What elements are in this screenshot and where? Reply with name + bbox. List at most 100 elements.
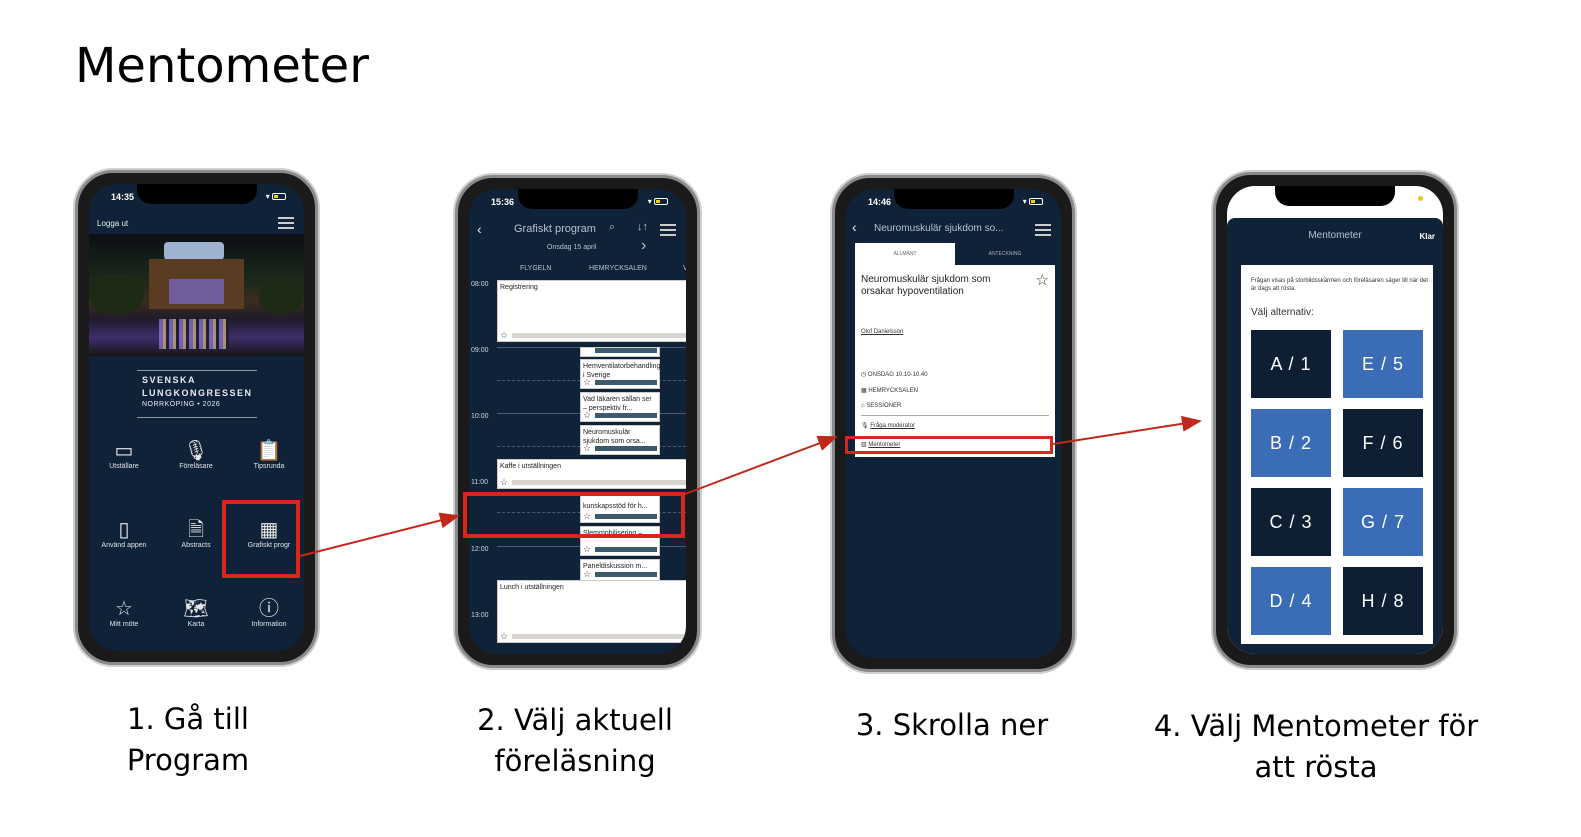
vote-option-button[interactable]: D / 4 xyxy=(1251,567,1331,635)
star-icon[interactable]: ☆ xyxy=(583,443,592,453)
star-icon[interactable]: ☆ xyxy=(500,477,509,487)
vote-info: Frågan visas på storbildsskärmen och för… xyxy=(1251,278,1429,292)
phone-mentometer-screen: Mentometer Klar Frågan visas på storbild… xyxy=(1213,172,1457,668)
star-icon[interactable]: ☆ xyxy=(583,377,592,387)
tab-allmant[interactable]: ALLMÄNT xyxy=(855,243,955,265)
tile-utstallare[interactable]: ▭Utställare xyxy=(89,439,159,470)
back-icon[interactable]: ‹ xyxy=(852,219,857,235)
star-icon: ☆ xyxy=(115,598,133,620)
star-icon[interactable]: ☆ xyxy=(583,511,592,521)
vote-option-button[interactable]: H / 8 xyxy=(1343,567,1423,635)
mentometer-link[interactable]: Mentometer xyxy=(868,442,901,448)
vote-option-button[interactable]: E / 5 xyxy=(1343,330,1423,398)
vote-option-button[interactable]: G / 7 xyxy=(1343,488,1423,556)
done-button[interactable]: Klar xyxy=(1419,232,1435,241)
tile-grafiskt-program[interactable]: ▦Grafiskt progr xyxy=(234,518,304,549)
vote-option-button[interactable]: B / 2 xyxy=(1251,409,1331,477)
tile-tipsrunda[interactable]: 📋Tipsrunda xyxy=(234,439,304,470)
ask-moderator-link[interactable]: Fråga moderator xyxy=(870,423,915,429)
modal-title: Mentometer xyxy=(1308,230,1362,241)
phone-program-screen: 15:36 ▾ ‹ Grafiskt program ⌕ ↓↑ Onsdag 1… xyxy=(455,175,700,668)
event-card[interactable]: Lunch i utställningen☆ xyxy=(497,580,686,643)
status-time: 15:36 xyxy=(491,197,515,207)
arrow-step2-to-step3 xyxy=(684,435,838,495)
event-card[interactable]: Neuromuskulär sjukdom som orsa...☆ xyxy=(580,425,660,455)
tile-label: Utställare xyxy=(109,463,139,470)
vote-panel: Frågan visas på storbildsskärmen och för… xyxy=(1241,265,1433,644)
battery-icon xyxy=(1029,198,1043,206)
author-link[interactable]: Olof Danielsson xyxy=(861,329,904,335)
calendar-icon: ▦ xyxy=(259,519,279,541)
tile-karta[interactable]: 🗺Karta xyxy=(161,597,231,628)
event-card[interactable]: Slemmobilisering – ☆ xyxy=(580,526,660,556)
highlight-mentometer-link xyxy=(845,436,1053,454)
tile-label: Abstracts xyxy=(181,542,211,549)
event-card[interactable]: Hemventilatorbehandling i Sverige☆ xyxy=(580,359,660,389)
date-label: Onsdag 15 april xyxy=(547,244,597,251)
menu-icon[interactable] xyxy=(1035,224,1051,236)
tab-anteckning[interactable]: ANTECKNING xyxy=(988,251,1022,257)
event-card[interactable]: Vad läkaren sällan ser – perspektiv fr..… xyxy=(580,392,660,422)
event-title: Kaffe i utställningen xyxy=(500,463,561,470)
event-card[interactable]: Registrering ☆ xyxy=(497,280,686,342)
tile-anvand-appen[interactable]: ▯Använd appen xyxy=(89,518,159,549)
vote-option-button[interactable]: A / 1 xyxy=(1251,330,1331,398)
lecture-category: SESSIONER xyxy=(866,403,902,409)
status-time: 14:35 xyxy=(111,192,135,202)
search-icon[interactable]: ⌕ xyxy=(609,221,616,233)
time-label: 11:00 xyxy=(471,479,488,486)
tile-forelasare[interactable]: 🎙Föreläsare xyxy=(161,439,231,470)
vote-option-button[interactable]: C / 3 xyxy=(1251,488,1331,556)
logo-line-1: SVENSKA xyxy=(142,375,197,385)
lecture-time: ONSDAG 10.10-10.40 xyxy=(867,372,928,378)
lecture-card: Neuromuskulär sjukdom som orsakar hypove… xyxy=(855,265,1055,457)
highlight-grafiskt-program xyxy=(222,500,300,578)
time-label: 12:00 xyxy=(471,546,489,553)
status-time: 14:46 xyxy=(868,197,892,207)
battery-icon xyxy=(654,198,668,206)
star-icon[interactable]: ☆ xyxy=(583,410,592,420)
phone-home-screen: 14:35 ▾ Logga ut SVENSKA LUNGKONGRESSEN … xyxy=(75,170,318,665)
event-card[interactable]: Kaffe i utställningen ☆ xyxy=(497,459,686,489)
tile-label: Använd appen xyxy=(101,542,147,549)
presentation-icon: ▭ xyxy=(114,440,134,462)
sort-icon[interactable]: ↓↑ xyxy=(637,221,648,233)
menu-icon[interactable] xyxy=(278,217,294,229)
event-title: Registrering xyxy=(500,284,538,291)
arrow-step3-to-step4 xyxy=(1052,415,1202,445)
phone-notch xyxy=(1275,186,1395,206)
choose-label: Välj alternativ: xyxy=(1251,307,1314,318)
vote-option-button[interactable]: F / 6 xyxy=(1343,409,1423,477)
event-title: Neuromuskulär sjukdom som orsa... xyxy=(583,429,646,445)
tile-label: Karta xyxy=(187,621,205,628)
phone-lecture-detail-screen: 14:46 ▾ ‹ Neuromuskulär sjukdom so... AL… xyxy=(832,175,1075,672)
logout-link[interactable]: Logga ut xyxy=(97,219,129,228)
column-header: FLYGELN xyxy=(520,265,552,272)
menu-icon[interactable] xyxy=(660,224,676,236)
step-1-caption: 1. Gå till Program xyxy=(126,702,250,777)
tile-label: Föreläsare xyxy=(179,463,213,470)
tile-mitt-mote[interactable]: ☆Mitt möte xyxy=(89,597,159,628)
status-icons: ▾ xyxy=(1023,197,1043,206)
logo-line-2: LUNGKONGRESSEN xyxy=(142,388,253,398)
star-icon[interactable]: ☆ xyxy=(583,544,592,554)
time-label: 10:00 xyxy=(471,413,489,420)
document-icon: 🗎 xyxy=(187,519,205,541)
next-day-icon[interactable]: › xyxy=(641,237,647,254)
microphone-icon: 🎙 xyxy=(183,440,209,462)
column-header: V xyxy=(683,265,686,272)
favorite-star-icon[interactable]: ☆ xyxy=(1035,272,1049,289)
star-icon[interactable]: ☆ xyxy=(500,330,509,340)
event-card[interactable] xyxy=(580,347,660,357)
step-3-caption: 3. Skrolla ner xyxy=(855,708,1049,742)
status-icons: ▾ xyxy=(266,192,286,201)
star-icon[interactable]: ☆ xyxy=(583,569,592,579)
tile-abstracts[interactable]: 🗎Abstracts xyxy=(161,518,231,549)
highlight-selected-lecture xyxy=(463,492,685,538)
back-icon[interactable]: ‹ xyxy=(477,221,482,237)
lecture-room: HEMRYCKSALEN xyxy=(868,388,918,394)
event-title: Slemmobilisering – xyxy=(583,530,643,537)
lecture-title: Neuromuskulär sjukdom som orsakar hypove… xyxy=(861,274,991,297)
star-icon[interactable]: ☆ xyxy=(500,631,509,641)
